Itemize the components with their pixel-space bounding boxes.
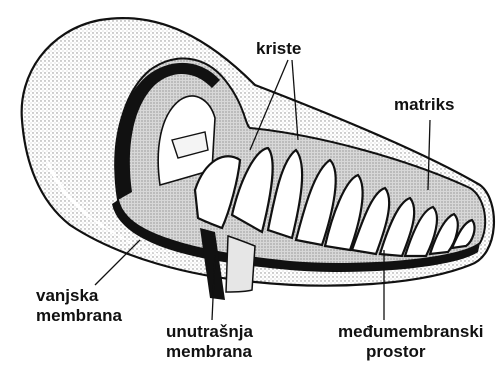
label-medjumembranski-line2: prostor [366,342,426,361]
label-matriks: matriks [394,95,454,114]
label-medjumembranski-line1: međumembranski [338,322,484,341]
label-vanjska-line1: vanjska [36,286,99,305]
label-unutrasnja-line1: unutrašnja [166,322,253,341]
label-unutrasnja-line2: membrana [166,342,253,361]
label-vanjska-line2: membrana [36,306,123,325]
label-kriste: kriste [256,39,301,58]
